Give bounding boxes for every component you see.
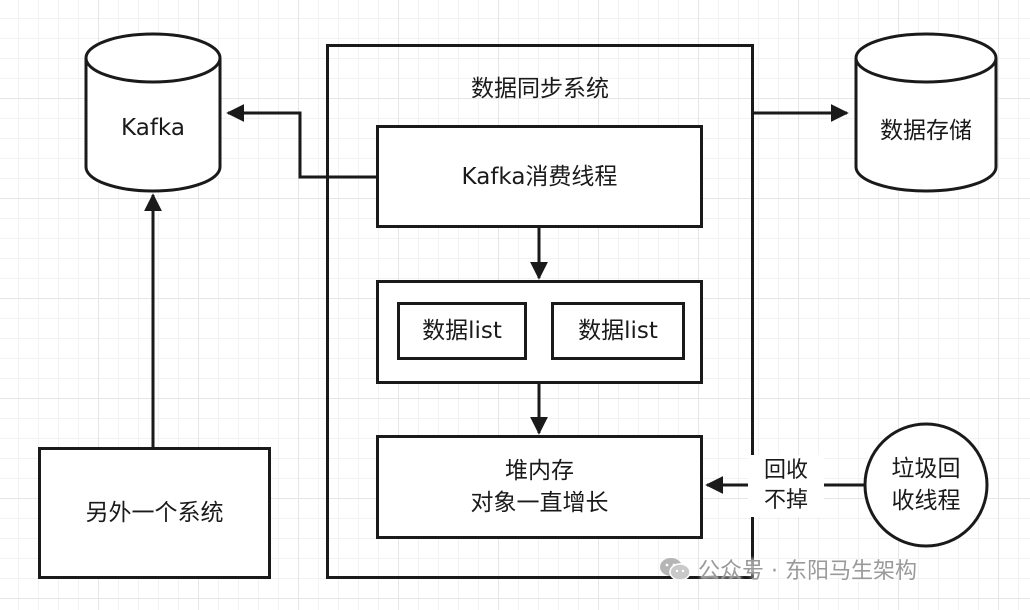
gc-thread-circle (863, 422, 989, 548)
gc-thread-label: 垃圾回 收线程 (891, 456, 961, 514)
other-system-label: 另外一个系统 (85, 500, 224, 526)
cannot-reclaim-label: 回收 不掉 (748, 455, 824, 517)
kafka-consumer-thread-box: Kafka消费线程 (376, 125, 703, 228)
other-system-box: 另外一个系统 (38, 447, 271, 579)
data-sync-system-title: 数据同步系统 (471, 76, 609, 102)
data-list-label-1: 数据list (422, 318, 502, 344)
heap-memory-box: 堆内存 对象一直增长 (376, 435, 703, 539)
arrow-consumer-to-kafka (226, 104, 376, 179)
wechat-icon (660, 558, 691, 581)
kafka-consumer-thread-label: Kafka消费线程 (461, 163, 618, 190)
data-sync-system-container: 数据同步系统 (326, 44, 754, 579)
watermark-text: 公众号 · 东阳马生架构 (698, 559, 917, 584)
kafka-cylinder (84, 32, 222, 193)
data-storage-cylinder (854, 32, 998, 193)
data-list-box-1: 数据list (397, 302, 527, 360)
data-storage-label: 数据存储 (880, 118, 972, 144)
heap-memory-label: 堆内存 对象一直增长 (470, 458, 609, 516)
data-list-label-2: 数据list (578, 318, 658, 344)
watermark: 公众号 · 东阳马生架构 (658, 553, 917, 585)
data-list-box-2: 数据list (551, 302, 685, 360)
kafka-label: Kafka (121, 115, 185, 141)
